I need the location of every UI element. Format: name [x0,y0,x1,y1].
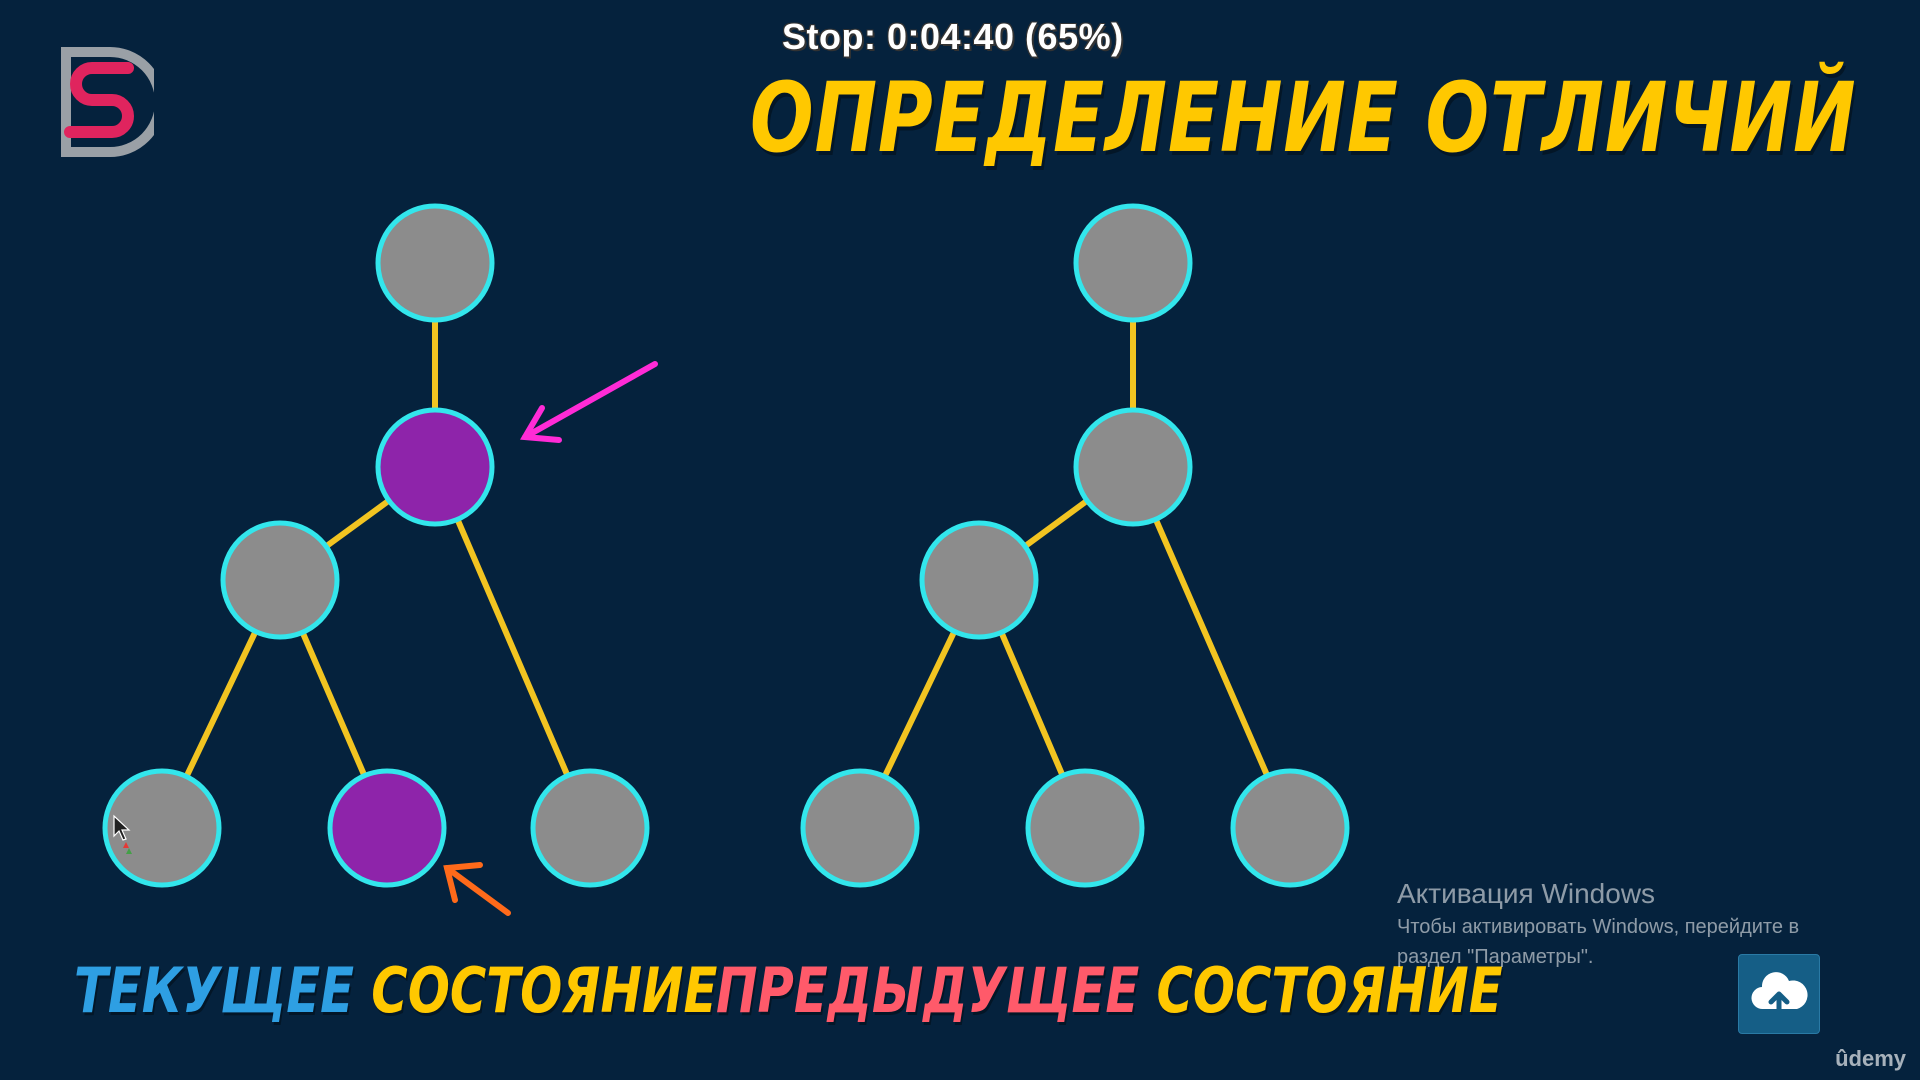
node-leaf-left [800,768,920,888]
caption-current-state: ТЕКУЩЕЕ СОСТОЯНИЕ [74,954,717,1027]
node-child [1073,407,1193,527]
magenta-arrow [520,361,658,443]
node-left [919,520,1039,640]
mouse-cursor-icon [113,814,132,854]
current-tree-nodes [102,203,650,888]
current-tree-edges [159,260,593,831]
caption-previous-state: ПРЕДЫДУЩЕЕ СОСТОЯНИЕ [716,954,1503,1027]
node-right-leaf [530,768,650,888]
activation-title: Активация Windows [1397,878,1656,909]
edge [1130,464,1293,831]
ds-logo [61,47,154,157]
edge [432,464,593,831]
node-child-changed [375,407,495,527]
previous-tree-edges [857,260,1293,831]
windows-activation-notice: Активация Windows Чтобы активировать Win… [1397,876,1867,972]
orange-arrow [443,862,511,916]
node-right-leaf [1230,768,1350,888]
node-root [1073,203,1193,323]
node-leaf-middle [1025,768,1145,888]
caption-current-word2: СОСТОЯНИЕ [371,954,718,1027]
upload-button[interactable] [1738,954,1820,1034]
node-left [220,520,340,640]
udemy-watermark: ûdemy [1835,1046,1906,1071]
previous-tree-nodes [800,203,1350,888]
caption-previous-word1: ПРЕДЫДУЩЕЕ [716,954,1140,1027]
caption-current-word1: ТЕКУЩЕЕ [74,954,355,1027]
activation-text: Чтобы активировать Windows, перейдите в … [1397,916,1800,968]
cloud-upload-icon [1751,972,1808,1014]
node-leaf-changed [327,768,447,888]
node-leaf-left [102,768,222,888]
stop-timer: Stop: 0:04:40 (65%) [782,16,1124,57]
caption-previous-word2: СОСТОЯНИЕ [1156,954,1503,1027]
node-root [375,203,495,323]
slide-title: ОПРЕДЕЛЕНИЕ ОТЛИЧИЙ [749,62,1856,174]
